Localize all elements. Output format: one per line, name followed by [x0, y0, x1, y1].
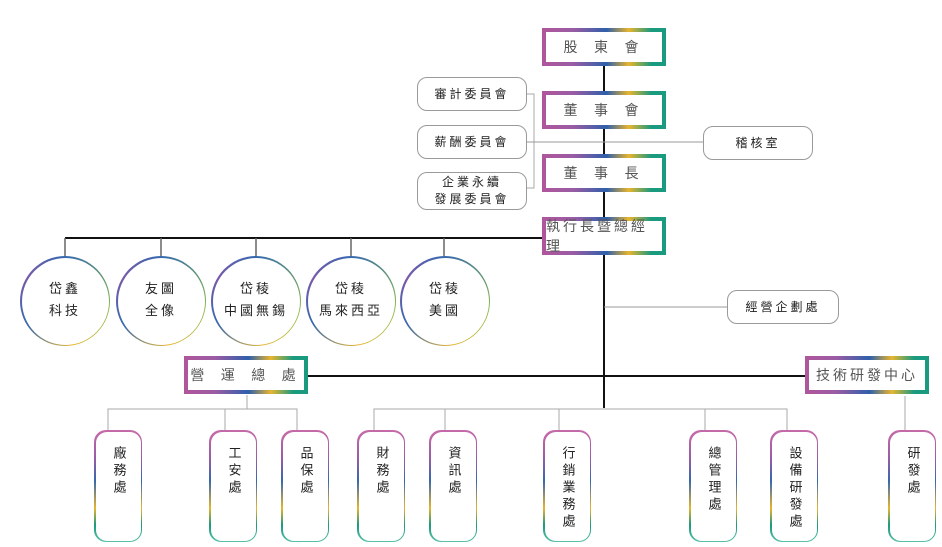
subsidiary-name: 科技 — [48, 304, 81, 319]
rd-center-box[interactable]: 技術研發中心 — [805, 356, 929, 394]
department-label: 資訊處 — [445, 445, 461, 497]
subsidiary-name: 馬來西亞 — [318, 304, 383, 319]
department-box[interactable]: 設備研發處 — [770, 430, 818, 542]
subsidiary-name: 岱鑫 — [48, 282, 81, 297]
department-label: 設備研發處 — [786, 445, 802, 531]
ceo-box[interactable]: 執行長暨總經理 — [542, 217, 666, 255]
planning-office-box[interactable]: 經營企劃處 — [727, 290, 839, 324]
subsidiary-name: 岱稜 — [334, 282, 367, 297]
subsidiary-name: 岱稜 — [428, 282, 461, 297]
rd-center-label: 技術研發中心 — [809, 360, 925, 390]
department-box[interactable]: 總管理處 — [689, 430, 737, 542]
chairman-box[interactable]: 董 事 長 — [542, 154, 666, 192]
shareholders-label: 股 東 會 — [546, 32, 662, 62]
department-box[interactable]: 工安處 — [209, 430, 257, 542]
department-label: 財務處 — [373, 445, 389, 497]
audit-office-label: 稽核室 — [735, 135, 781, 150]
department-label: 品保處 — [297, 445, 313, 497]
department-box[interactable]: 財務處 — [357, 430, 405, 542]
subsidiary-name: 全像 — [144, 304, 177, 319]
shareholders-box[interactable]: 股 東 會 — [542, 28, 666, 66]
committee-label: 薪酬委員會 — [434, 134, 510, 149]
board-box[interactable]: 董 事 會 — [542, 91, 666, 129]
department-box[interactable]: 資訊處 — [429, 430, 477, 542]
subsidiary-name: 美國 — [428, 304, 461, 319]
board-label: 董 事 會 — [546, 95, 662, 125]
subsidiary-circle[interactable]: 岱稜馬來西亞 — [306, 256, 396, 346]
subsidiary-circle[interactable]: 岱稜中國無錫 — [211, 256, 301, 346]
ceo-label: 執行長暨總經理 — [546, 219, 662, 255]
committee-label: 企業永續 發展委員會 — [434, 175, 510, 206]
department-label: 總管理處 — [705, 445, 721, 514]
subsidiary-circle[interactable]: 岱稜美國 — [400, 256, 490, 346]
department-box[interactable]: 廠務處 — [94, 430, 142, 542]
department-label: 工安處 — [225, 445, 241, 497]
audit-office-box[interactable]: 稽核室 — [703, 126, 813, 160]
committee-box[interactable]: 審計委員會 — [417, 77, 527, 111]
department-label: 研發處 — [904, 445, 920, 497]
subsidiary-name: 岱稜 — [239, 282, 272, 297]
ops-dept-bus — [107, 408, 298, 430]
department-box[interactable]: 行銷業務處 — [543, 430, 591, 542]
committee-box[interactable]: 企業永續 發展委員會 — [417, 172, 527, 210]
subsidiary-circle[interactable]: 岱鑫科技 — [20, 256, 110, 346]
committee-label: 審計委員會 — [434, 86, 510, 101]
department-label: 廠務處 — [110, 445, 126, 497]
chairman-label: 董 事 長 — [546, 158, 662, 188]
department-box[interactable]: 研發處 — [888, 430, 936, 542]
operations-box[interactable]: 營 運 總 處 — [184, 356, 308, 394]
department-label: 行銷業務處 — [559, 445, 575, 531]
committee-bracket — [527, 93, 535, 189]
subsidiary-circle[interactable]: 友圖全像 — [116, 256, 206, 346]
ceo-dept-bus — [373, 408, 788, 430]
subsidiary-name: 友圖 — [144, 282, 177, 297]
department-box[interactable]: 品保處 — [281, 430, 329, 542]
planning-office-label: 經營企劃處 — [745, 299, 821, 314]
subsidiary-name: 中國無錫 — [223, 304, 288, 319]
operations-label: 營 運 總 處 — [188, 360, 304, 390]
committee-box[interactable]: 薪酬委員會 — [417, 125, 527, 159]
